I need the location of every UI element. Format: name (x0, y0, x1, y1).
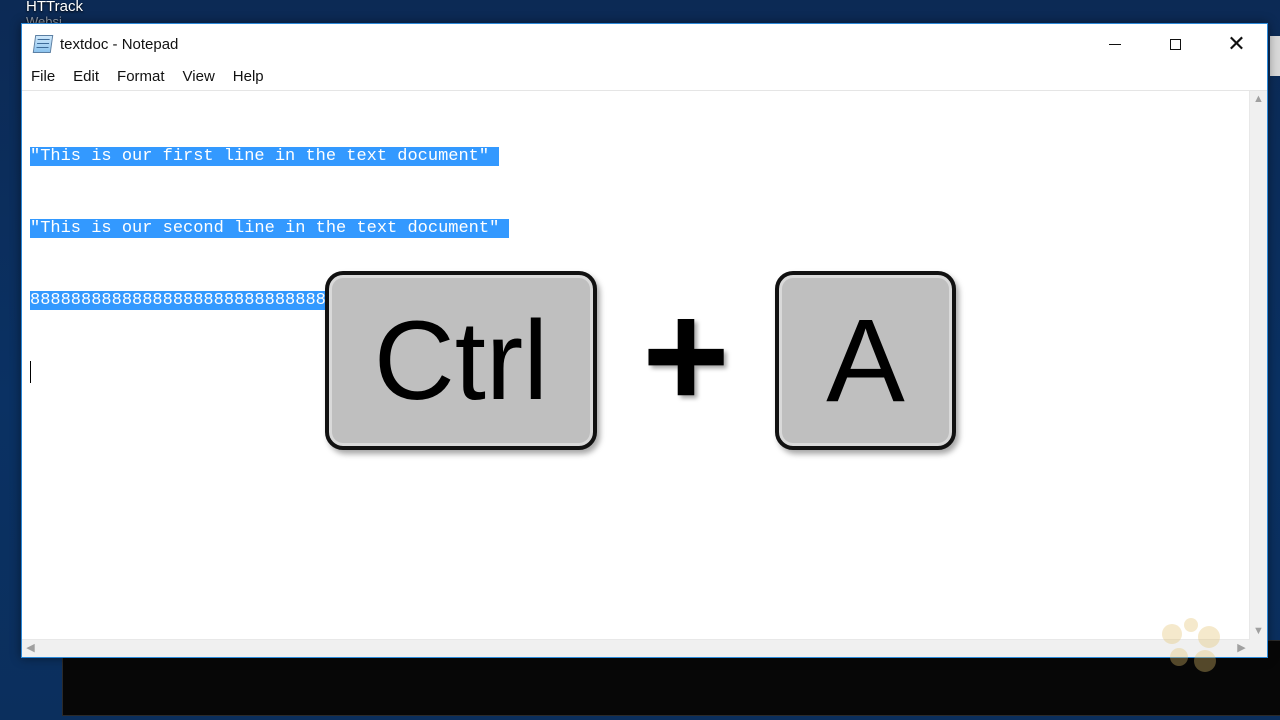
selected-text: "This is our second line in the text doc… (30, 219, 510, 238)
close-icon: ✕ (1227, 31, 1246, 56)
horizontal-scrollbar[interactable]: ◀ ▶ (22, 639, 1250, 657)
text-line: "This is our second line in the text doc… (30, 217, 1245, 241)
text-line: 8888888888888888888888888888888888888888… (30, 289, 1245, 313)
menu-bar: File Edit Format View Help (22, 64, 1267, 90)
desktop-icon-label[interactable]: HTTrack (26, 0, 83, 15)
minimize-icon (1108, 43, 1121, 45)
close-button[interactable]: ✕ (1206, 24, 1267, 64)
menu-view[interactable]: View (182, 68, 215, 85)
selected-text: 8888888888888888888888888888888888888888… (30, 291, 469, 310)
notepad-icon (32, 35, 54, 53)
maximize-button[interactable] (1145, 24, 1206, 64)
window-title: textdoc - Notepad (60, 35, 179, 53)
scroll-up-icon[interactable]: ▲ (1253, 93, 1264, 105)
selected-text: "This is our first line in the text docu… (30, 147, 500, 166)
scroll-down-icon[interactable]: ▼ (1253, 625, 1264, 637)
caption-buttons: ✕ (1084, 24, 1267, 64)
scrollbar-corner (1250, 640, 1267, 657)
maximize-icon (1170, 38, 1181, 50)
watermark-logo-icon (1158, 616, 1224, 672)
notepad-window: textdoc - Notepad ✕ File Edit Format Vie… (21, 23, 1268, 658)
menu-edit[interactable]: Edit (73, 68, 100, 85)
text-line: "This is our first line in the text docu… (30, 145, 1245, 169)
scroll-right-icon[interactable]: ▶ (1237, 642, 1246, 654)
text-line (30, 361, 1245, 385)
minimize-button[interactable] (1084, 24, 1145, 64)
text-caret (30, 361, 31, 383)
background-window-edge (1270, 36, 1280, 76)
vertical-scrollbar[interactable]: ▲ ▼ (1249, 91, 1267, 640)
menu-help[interactable]: Help (232, 68, 264, 85)
text-content[interactable]: "This is our first line in the text docu… (30, 97, 1245, 635)
text-editor[interactable]: "This is our first line in the text docu… (22, 90, 1267, 657)
menu-format[interactable]: Format (117, 68, 165, 85)
title-bar[interactable]: textdoc - Notepad ✕ (22, 24, 1267, 64)
menu-file[interactable]: File (31, 68, 56, 85)
scroll-left-icon[interactable]: ◀ (26, 642, 35, 654)
